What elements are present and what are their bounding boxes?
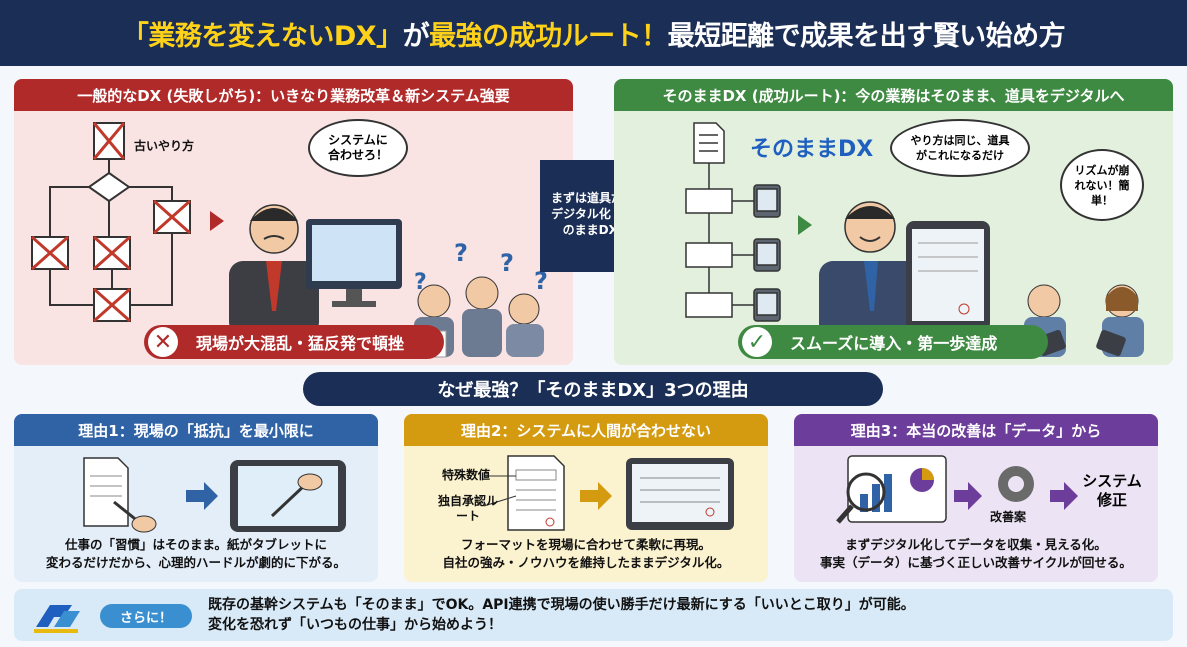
- reason-2-desc-line2: 自社の強み・ノウハウを維持したままデジタル化。: [442, 555, 730, 570]
- arrow-right-icon: [1050, 482, 1078, 510]
- angry-manager-icon: [229, 204, 319, 336]
- reason-3-heading: 理由3：本当の改善は「データ」から: [794, 414, 1158, 446]
- arrow-right-icon: [954, 482, 982, 510]
- question-mark-icon: ?: [454, 239, 468, 267]
- question-mark-icon: ?: [534, 267, 548, 295]
- failure-panel-heading: 一般的なDX (失敗しがち)：いきなり業務改革＆新システム強要: [14, 79, 573, 111]
- smiling-manager-icon: [819, 201, 919, 341]
- monitor-form-icon: [626, 458, 734, 530]
- reason-3-description: まずデジタル化してデータを収集・見える化。 事実（データ）に基づく正しい改善サイ…: [794, 536, 1158, 572]
- bottom-message: 既存の基幹システムも「そのまま」でOK。API連携で現場の使い勝手だけ最新にする…: [208, 595, 1158, 635]
- improvement-label: 改善案: [990, 510, 1027, 524]
- reason-1-desc-line1: 仕事の「習慣」はそのまま。紙がタブレットに: [64, 537, 327, 552]
- title-connector: が: [402, 20, 430, 52]
- tablet-icon: [906, 221, 990, 331]
- reason-3-desc-line1: まずデジタル化してデータを収集・見える化。: [845, 537, 1107, 552]
- reason-card-1: 理由1：現場の「抵抗」を最小限に 仕事の「習慣」はそのまま。紙がタブレットに 変…: [14, 414, 378, 582]
- title-highlight-1: 「業務を変えないDX」: [121, 20, 403, 52]
- paper-writing-icon: [83, 457, 157, 533]
- arrow-right-icon: [798, 215, 812, 235]
- reason-2-description: フォーマットを現場に合わせて柔軟に再現。 自社の強み・ノウハウを維持したままデジ…: [404, 536, 768, 572]
- paper-form-icon: [483, 455, 565, 531]
- approval-route-label: 独自承認ルート: [437, 494, 498, 523]
- title-highlight-2: 最強の成功ルート！: [429, 20, 668, 52]
- why-heading: なぜ最強？「そのままDX」3つの理由: [303, 372, 883, 406]
- success-result-banner: ✓ スムーズに導入・第一歩達成: [738, 325, 1048, 359]
- failure-illustration: ? ? ? ?: [31, 122, 548, 358]
- failure-result-banner: ✕ 現場が大混乱・猛反発で頓挫: [144, 325, 444, 359]
- reason-card-2: 理由2：システムに人間が合わせない 特殊数値 独自承認ルート フォーマットを現場…: [404, 414, 768, 582]
- success-illustration: [685, 122, 1144, 357]
- monitor-icon: [306, 219, 402, 307]
- speed-logo-icon: [34, 605, 80, 633]
- arrow-right-icon: [210, 211, 224, 231]
- custom-form-illustration: [483, 455, 734, 531]
- failure-panel: 一般的なDX (失敗しがち)：いきなり業務改革＆新システム強要: [14, 79, 573, 365]
- center-arrow-text: まずは道具だけデジタル化（そのままDX): [550, 191, 635, 237]
- sonomama-dx-logo: そのままDX: [750, 137, 874, 162]
- reason-2-desc-line1: フォーマットを現場に合わせて柔軟に再現。: [460, 537, 711, 552]
- special-value-label: 特殊数値: [442, 468, 491, 482]
- arrow-right-icon: [580, 482, 612, 510]
- further-badge: さらに！: [100, 604, 192, 628]
- paper-to-tablet-illustration: [83, 457, 346, 533]
- success-panel-heading: そのままDX (成功ルート)：今の業務はそのまま、道具をデジタルへ: [614, 79, 1173, 111]
- gear-icon: [998, 466, 1034, 502]
- reason-1-heading: 理由1：現場の「抵抗」を最小限に: [14, 414, 378, 446]
- data-improvement-illustration: [836, 455, 1078, 524]
- failure-result-text: 現場が大混乱・猛反発で頓挫: [196, 334, 405, 353]
- reason-1-desc-line2: 変わるだけだから、心理的ハードルが劇的に下がる。: [45, 555, 346, 570]
- bottom-message-line2: 変化を恐れず「いつもの仕事」から始めよう！: [208, 617, 502, 633]
- check-icon: ✓: [742, 327, 772, 357]
- bottom-message-line1: 既存の基幹システムも「そのまま」でOK。API連携で現場の使い勝手だけ最新にする…: [208, 597, 915, 613]
- reason-card-3: 理由3：本当の改善は「データ」から 改善案 システム修正 まずデジタル化してデー…: [794, 414, 1158, 582]
- system-fix-label: システム修正: [1082, 472, 1142, 509]
- success-panel: そのままDX (成功ルート)：今の業務はそのまま、道具をデジタルへ: [614, 79, 1173, 365]
- analytics-icon: [836, 455, 947, 524]
- x-icon: ✕: [148, 327, 178, 357]
- old-flowchart-icon: [31, 122, 191, 323]
- page-title: 「業務を変えないDX」 が 最強の成功ルート！ 最短距離で成果を出す賢い始め方: [0, 0, 1187, 66]
- speech-bubble-main: やり方は同じ、道具がこれになるだけ: [890, 119, 1030, 177]
- tablet-writing-icon: [230, 460, 346, 532]
- reason-3-desc-line2: 事実（データ）に基づく正しい改善サイクルが回せる。: [820, 555, 1132, 570]
- speech-bubble-side: リズムが崩れない！簡単！: [1060, 149, 1144, 221]
- arrow-right-icon: [186, 482, 218, 510]
- old-way-label: 古いやり方: [134, 139, 195, 153]
- bottom-callout: [14, 589, 1173, 641]
- reason-1-description: 仕事の「習慣」はそのまま。紙がタブレットに 変わるだけだから、心理的ハードルが劇…: [14, 536, 378, 572]
- digital-flowchart-icon: [685, 163, 781, 322]
- title-subtitle: 最短距離で成果を出す賢い始め方: [667, 20, 1066, 52]
- document-icon: [693, 122, 725, 164]
- question-mark-icon: ?: [414, 270, 427, 295]
- success-result-text: スムーズに導入・第一歩達成: [790, 334, 998, 353]
- speech-bubble: システムに合わせろ！: [308, 119, 408, 177]
- reason-2-heading: 理由2：システムに人間が合わせない: [404, 414, 768, 446]
- question-mark-icon: ?: [500, 249, 514, 277]
